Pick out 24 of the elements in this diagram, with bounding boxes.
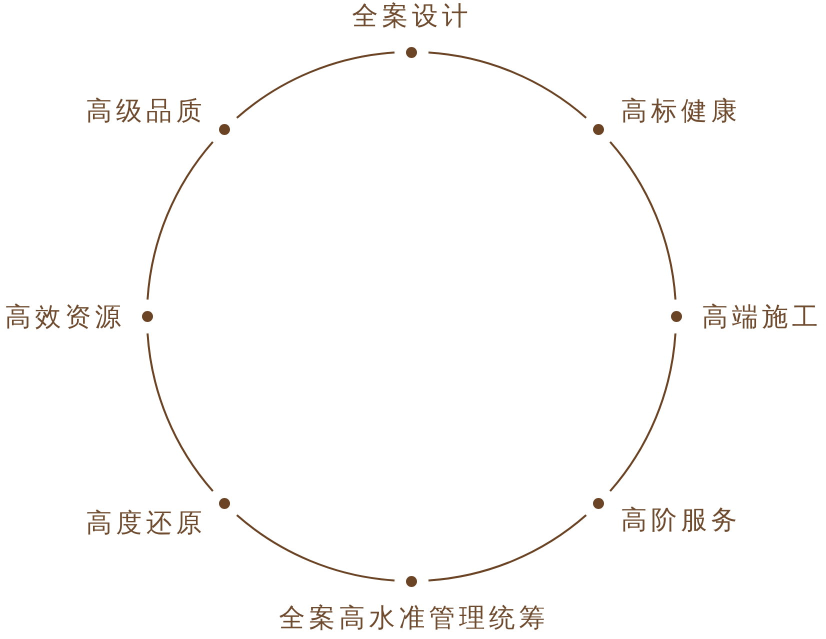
point-label: 高级品质 <box>86 98 206 126</box>
dot-marker <box>218 498 230 510</box>
point-label: 高度还原 <box>86 510 206 538</box>
dot-marker <box>218 124 230 135</box>
dot-marker <box>406 46 417 58</box>
point-label: 高标健康 <box>621 98 741 126</box>
arc-connector <box>609 141 676 300</box>
arc-connector <box>146 333 214 492</box>
arc-connector <box>609 333 676 492</box>
point-label: 高阶服务 <box>621 506 741 536</box>
arc-connector <box>236 52 395 119</box>
dot-marker <box>142 311 152 322</box>
dot-marker <box>593 498 604 510</box>
point-label: 全案高水准管理统筹 <box>279 604 549 634</box>
dot-marker <box>406 576 417 586</box>
arc-connector <box>428 514 587 582</box>
arc-connector <box>146 141 214 300</box>
arc-connector <box>236 514 395 582</box>
point-label: 全案设计 <box>352 2 472 32</box>
arc-connector <box>428 52 587 119</box>
dot-marker <box>593 124 604 135</box>
point-label: 高效资源 <box>5 304 125 332</box>
point-label: 高端施工 <box>702 304 822 332</box>
dot-marker <box>670 311 682 322</box>
